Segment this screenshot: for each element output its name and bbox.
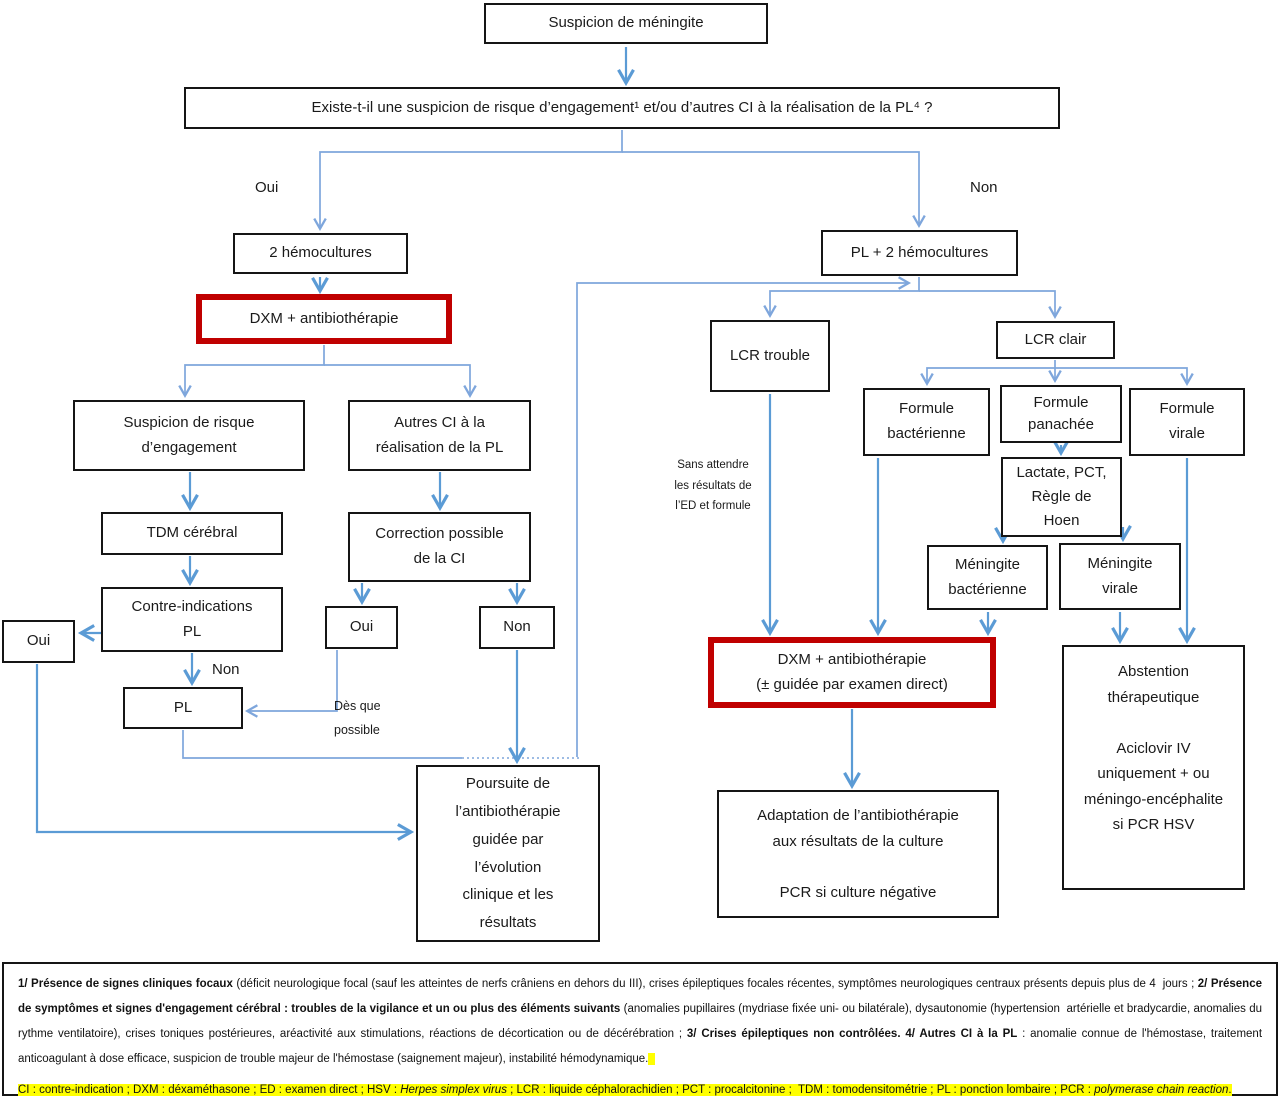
- flow-node-lcr-clair: LCR clair: [996, 321, 1115, 359]
- flow-node-meningite-bacterienne: Méningite bactérienne: [927, 545, 1048, 610]
- connector-oui-branch: [313, 130, 623, 232]
- footnote-definitions: 1/ Présence de signes cliniques focaux (…: [18, 978, 1266, 1065]
- connector-dxm1-suspicionrisque: [178, 345, 325, 399]
- connector-non-branch: [622, 151, 926, 229]
- flow-node-abstention-therapeutique: Abstention thérapeutique Aciclovir IV un…: [1062, 645, 1245, 890]
- flow-node-dxm-antibiotherapie: DXM + antibiothérapie: [196, 294, 452, 344]
- flow-node-2-hemocultures: 2 hémocultures: [233, 233, 408, 274]
- flow-node-oui-left: Oui: [2, 620, 75, 663]
- flow-node-contre-indications-pl: Contre-indications PL: [101, 587, 283, 652]
- flow-node-autres-ci-pl: Autres CI à la réalisation de la PL: [348, 400, 531, 471]
- flow-node-formule-panachee: Formule panachée: [1000, 385, 1122, 443]
- connector-pl2hemo-lcrclair: [919, 290, 1062, 320]
- flow-node-meningite-virale: Méningite virale: [1059, 543, 1181, 610]
- connector-pl-to-lcr: [576, 276, 912, 757]
- flow-node-non-right: Non: [479, 606, 555, 649]
- label-sans-attendre: Sans attendre les résultats de l’ED et f…: [674, 459, 752, 513]
- flow-node-formule-virale: Formule virale: [1129, 388, 1245, 456]
- flow-node-suspicion-meningite: Suspicion de méningite: [484, 3, 768, 44]
- connector-dxm1-autresci: [324, 364, 477, 399]
- connector-pl-elbow: [182, 730, 462, 759]
- flow-node-lcr-trouble: LCR trouble: [710, 320, 830, 392]
- flow-node-dxm-antibiotherapie-guidee: DXM + antibiothérapie (± guidée par exam…: [708, 637, 996, 708]
- flow-node-formule-bacterienne: Formule bactérienne: [863, 388, 990, 456]
- label-des-que-possible: Dès que possible: [334, 699, 381, 737]
- flow-node-poursuite-antibiotherapie: Poursuite de l’antibiothérapie guidée pa…: [416, 765, 600, 942]
- flow-node-suspicion-risque-engagement: Suspicion de risque d’engagement: [73, 400, 305, 471]
- connector-lcrclair-formulebact: [920, 360, 1056, 387]
- connector-lcrclair-formulevir: [1055, 367, 1194, 387]
- flow-node-oui-mid: Oui: [325, 606, 398, 649]
- branch-label-non-pl: Non: [212, 661, 240, 678]
- flow-node-pl: PL: [123, 687, 243, 729]
- branch-label-oui: Oui: [255, 179, 279, 196]
- footnote-box: 1/ Présence de signes cliniques focaux (…: [2, 962, 1278, 1096]
- flow-node-lactate-pct-hoen: Lactate, PCT, Règle de Hoen: [1001, 457, 1122, 537]
- flow-node-correction-possible-ci: Correction possible de la CI: [348, 512, 531, 582]
- branch-label-non: Non: [970, 179, 998, 196]
- flow-node-pl-2-hemocultures: PL + 2 hémocultures: [821, 230, 1018, 276]
- footnote-abbreviations: CI : contre-indication ; DXM : déxamétha…: [18, 1084, 1232, 1096]
- connector-pl2hemo-lcrtrouble: [763, 277, 920, 319]
- connector-ouileft-poursuite: [35, 664, 415, 841]
- flow-node-adaptation-antibiotherapie: Adaptation de l’antibiothérapie aux résu…: [717, 790, 999, 918]
- flow-node-tdm-cerebral: TDM cérébral: [101, 512, 283, 555]
- flow-node-question-engagement: Existe-t-il une suspicion de risque d’en…: [184, 87, 1060, 129]
- connector-ouimid-pl: [244, 650, 338, 718]
